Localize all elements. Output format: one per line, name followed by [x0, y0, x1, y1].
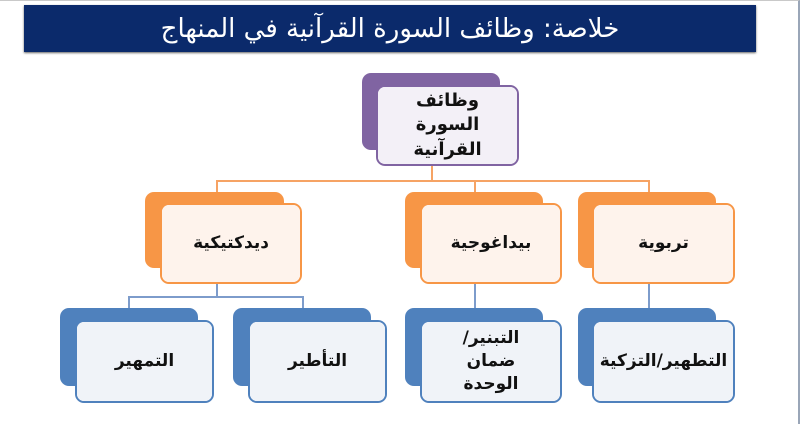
- node-label: تربوية: [638, 233, 689, 254]
- node-structuring: التبنير/ضمان الوحدة: [420, 320, 562, 403]
- connector: [216, 180, 218, 193]
- connector: [128, 296, 130, 309]
- node-framing: التأطير: [248, 320, 387, 403]
- node-label: التأطير: [287, 351, 348, 372]
- slide-title: خلاصة: وظائف السورة القرآنية في المنهاج: [24, 5, 756, 52]
- node-label: التمهير: [114, 351, 175, 372]
- node-purification: التطهير/التزكية: [592, 320, 735, 403]
- connector: [216, 284, 218, 297]
- connector: [216, 180, 650, 182]
- node-pedagogical: بيداغوجية: [420, 203, 562, 284]
- node-skilling: التمهير: [75, 320, 214, 403]
- connector: [474, 180, 476, 193]
- node-label: بيداغوجية: [450, 233, 532, 254]
- node-tarbawiya: تربوية: [592, 203, 735, 284]
- node-didactic: ديدكتيكية: [160, 203, 302, 284]
- root-label: وظائف السورة القرآنية: [413, 90, 482, 160]
- connector: [474, 284, 476, 309]
- node-label: التبنير/ضمان الوحدة: [462, 328, 520, 394]
- node-label: التطهير/التزكية: [599, 351, 728, 372]
- root-node: وظائف السورة القرآنية: [376, 85, 519, 166]
- connector: [648, 284, 650, 309]
- connector: [648, 180, 650, 193]
- connector: [128, 296, 304, 298]
- connector: [431, 166, 433, 182]
- node-label: ديدكتيكية: [193, 233, 269, 254]
- connector: [302, 296, 304, 309]
